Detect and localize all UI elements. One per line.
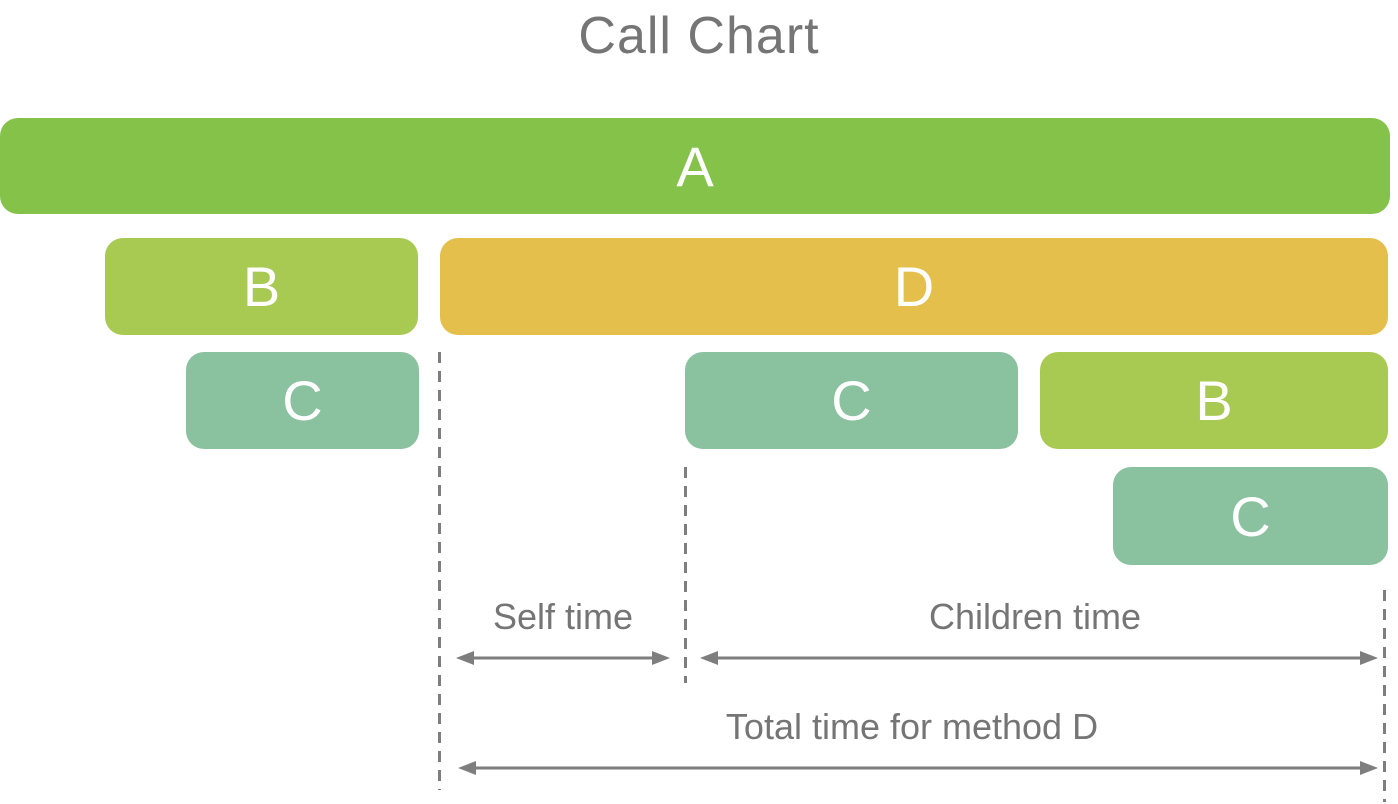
call-bar-A: A: [0, 118, 1390, 214]
call-bar-label: C: [282, 369, 323, 432]
call-bar-label: C: [831, 369, 872, 432]
page-title: Call Chart: [578, 7, 820, 65]
call-bar-C-row4: C: [1113, 467, 1388, 565]
call-bar-B-under-D: B: [1040, 352, 1388, 449]
call-bar-C-under-B: C: [186, 352, 419, 449]
call-bar-label: B: [242, 255, 281, 318]
call-bar-D: D: [440, 238, 1388, 335]
self-time-label: Self time: [492, 596, 634, 637]
total-time-arrow: [458, 761, 1378, 775]
call-bar-label: B: [1195, 369, 1233, 432]
children-time-label: Children time: [928, 596, 1142, 637]
total-time-label: Total time for method D: [725, 706, 1099, 747]
dashed-guide-method-end: [1383, 590, 1386, 802]
call-bar-label: D: [893, 255, 935, 318]
call-bar-label: A: [676, 134, 714, 198]
dashed-guide-children-start: [684, 467, 687, 683]
dashed-guide-self-start: [438, 352, 441, 790]
call-bar-C-under-D: C: [685, 352, 1018, 449]
call-bar-label: C: [1230, 484, 1271, 548]
self-time-arrow: [456, 651, 670, 665]
call-bar-B-first: B: [105, 238, 418, 335]
children-time-arrow: [700, 651, 1378, 665]
